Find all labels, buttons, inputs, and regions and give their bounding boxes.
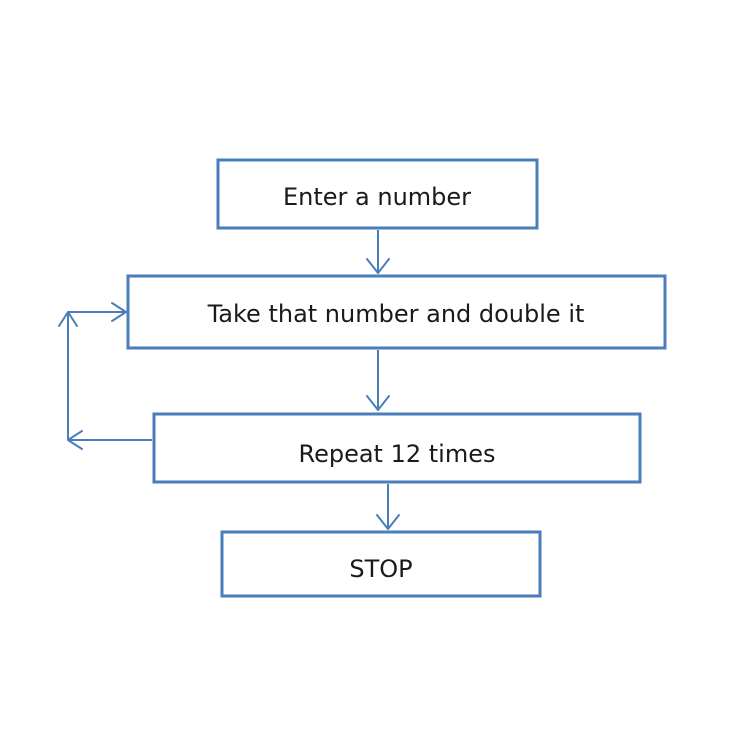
arrow-down-icon: [376, 514, 400, 530]
arrow-double-to-repeat: [366, 350, 390, 411]
arrow-down-icon: [366, 395, 390, 411]
step-repeat-box: [152, 412, 642, 484]
step-double-number: Take that number and double it: [126, 274, 667, 350]
step-stop: STOP: [220, 530, 542, 598]
arrow-repeat-to-stop: [376, 484, 400, 530]
loop-back-arrow: [58, 302, 152, 450]
step-double-number-label: Take that number and double it: [207, 300, 585, 328]
step-stop-box: [220, 530, 542, 598]
arrow-down-icon: [366, 258, 390, 274]
step-enter-number-box: [216, 158, 539, 230]
step-double-number-box: [126, 274, 667, 350]
arrow-enter-to-double: [366, 230, 390, 274]
step-stop-label: STOP: [349, 555, 412, 583]
step-repeat: Repeat 12 times: [152, 412, 642, 484]
arrow-right-icon: [111, 302, 127, 322]
step-enter-number-label: Enter a number: [283, 183, 471, 211]
step-enter-number: Enter a number: [216, 158, 539, 230]
step-repeat-label: Repeat 12 times: [298, 440, 495, 468]
